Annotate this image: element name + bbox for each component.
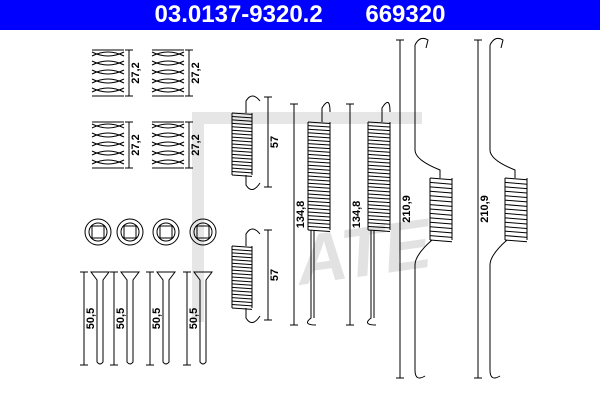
- dimension-label: 210,9: [401, 195, 413, 223]
- compression-spring-coil: [151, 159, 185, 165]
- dimension-label: 57: [269, 269, 281, 281]
- compression-spring-coil: [91, 150, 125, 156]
- dimension-label: 27,2: [190, 134, 202, 155]
- header-bar: 03.0137-9320.2 669320: [0, 0, 600, 30]
- retaining-cap: [116, 218, 144, 246]
- dimension-label: 50,5: [115, 308, 127, 329]
- spring-hook: [245, 175, 261, 190]
- compression-spring-coil: [151, 87, 185, 93]
- spring-hook: [381, 101, 391, 122]
- compression-spring-coil: [151, 141, 185, 147]
- dimension-label: 27,2: [190, 62, 202, 83]
- spring-hook: [245, 95, 261, 113]
- compression-spring-coil: [91, 123, 125, 129]
- compression-spring-coil: [151, 123, 185, 129]
- retaining-cap: [152, 218, 180, 246]
- compression-spring-coil: [151, 132, 185, 138]
- long-spring-coil: [504, 177, 528, 243]
- compression-spring-coil: [91, 69, 125, 75]
- dimension-label: 134,8: [295, 201, 307, 229]
- spring-hook: [245, 228, 261, 246]
- dimension-label: 210,9: [479, 195, 491, 223]
- compression-spring-coil: [91, 51, 125, 57]
- compression-spring-coil: [91, 150, 125, 156]
- compression-spring-coil: [151, 150, 185, 156]
- compression-spring-coil: [151, 132, 185, 138]
- retaining-pin: [120, 271, 140, 365]
- retaining-pin: [156, 271, 176, 365]
- long-spring-coil: [429, 177, 453, 243]
- article-number: 03.0137-9320.2: [154, 1, 323, 28]
- dimension-label: 57: [269, 136, 281, 148]
- compression-spring-coil: [91, 51, 125, 57]
- compression-spring-coil: [91, 69, 125, 75]
- compression-spring-coil: [151, 51, 185, 57]
- dimension-label: 134,8: [351, 201, 363, 229]
- compression-spring-coil: [151, 78, 185, 84]
- compression-spring-coil: [91, 60, 125, 66]
- retaining-cap-inner: [156, 222, 176, 242]
- compression-spring-coil: [91, 159, 125, 165]
- compression-spring-coil: [91, 60, 125, 66]
- compression-spring-coil: [91, 159, 125, 165]
- long-spring-wire: [414, 239, 433, 379]
- spring-hook: [245, 308, 261, 323]
- short-spring-coil: [231, 112, 253, 177]
- compression-spring-coil: [91, 123, 125, 129]
- compression-spring-coil: [151, 87, 185, 93]
- compression-spring-coil: [91, 141, 125, 147]
- spring-hook: [321, 101, 331, 122]
- medium-spring-coil: [367, 121, 391, 232]
- compression-spring-coil: [151, 141, 185, 147]
- compression-spring-coil: [91, 141, 125, 147]
- compression-spring-coil: [151, 69, 185, 75]
- long-spring-wire: [489, 37, 516, 178]
- compression-spring-coil: [151, 69, 185, 75]
- compression-spring-coil: [151, 51, 185, 57]
- compression-spring-coil: [91, 132, 125, 138]
- retaining-cap-slot: [123, 225, 137, 239]
- watermark-text: ATE: [289, 204, 438, 301]
- long-spring-wire: [489, 239, 508, 379]
- medium-spring-coil: [307, 121, 331, 232]
- compression-spring-coil: [151, 150, 185, 156]
- spring-hook: [367, 230, 377, 326]
- compression-spring-coil: [91, 132, 125, 138]
- spring-hook: [307, 230, 317, 326]
- retaining-cap-slot: [196, 225, 210, 239]
- retaining-cap: [84, 218, 112, 246]
- compression-spring-coil: [151, 60, 185, 66]
- short-spring-coil: [231, 245, 253, 310]
- retaining-cap-slot: [91, 225, 105, 239]
- retaining-pin: [90, 271, 110, 365]
- dimension-label: 27,2: [130, 134, 142, 155]
- dimension-label: 50,5: [151, 308, 163, 329]
- retaining-cap-inner: [193, 222, 213, 242]
- long-spring-wire: [414, 37, 441, 178]
- dimension-label: 50,5: [188, 308, 200, 329]
- compression-spring-coil: [91, 87, 125, 93]
- compression-spring-coil: [151, 60, 185, 66]
- retaining-cap: [189, 218, 217, 246]
- compression-spring-coil: [151, 159, 185, 165]
- retaining-cap-inner: [88, 222, 108, 242]
- compression-spring-coil: [151, 78, 185, 84]
- compression-spring-coil: [91, 78, 125, 84]
- compression-spring-coil: [91, 78, 125, 84]
- retaining-cap-inner: [120, 222, 140, 242]
- short-number: 669320: [365, 1, 446, 28]
- retaining-pin: [193, 271, 213, 365]
- compression-spring-coil: [91, 87, 125, 93]
- retaining-cap-slot: [159, 225, 173, 239]
- dimension-label: 27,2: [130, 62, 142, 83]
- compression-spring-coil: [151, 123, 185, 129]
- dimension-label: 50,5: [85, 308, 97, 329]
